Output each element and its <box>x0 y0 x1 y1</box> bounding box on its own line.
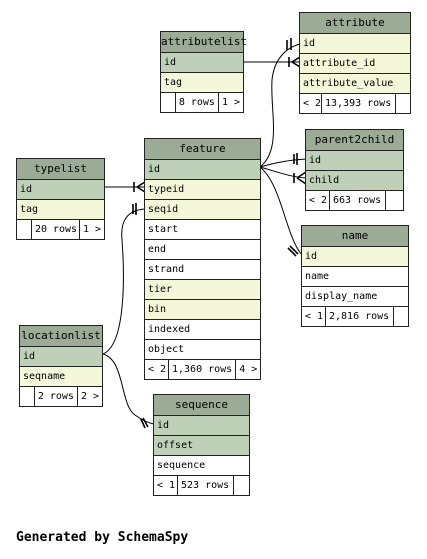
child-count: 4 > <box>239 364 258 375</box>
column-row[interactable]: tag <box>161 73 243 93</box>
column-row[interactable]: id <box>20 347 102 367</box>
table-sequence[interactable]: sequence id offset sequence < 1 523 rows <box>153 394 250 496</box>
edge-feature-parent2child-child <box>259 166 307 179</box>
table-title: sequence <box>154 395 249 416</box>
table-footer: < 2 1,360 rows 4 > <box>145 360 260 379</box>
edge-locationlist-sequence <box>102 353 155 425</box>
edge-feature-parent2child-id <box>259 158 307 168</box>
column-row[interactable]: strand <box>145 260 260 280</box>
generated-by-label: Generated by SchemaSpy <box>16 530 189 545</box>
parent-count: < 1 <box>302 307 326 326</box>
column-row[interactable]: offset <box>154 436 249 456</box>
column-row[interactable]: attribute_value <box>300 74 410 94</box>
column-row[interactable]: indexed <box>145 320 260 340</box>
column-row[interactable]: bin <box>145 300 260 320</box>
parent-count <box>20 387 35 406</box>
table-title: name <box>302 226 408 247</box>
table-footer: 8 rows 1 > <box>161 93 243 112</box>
column-row[interactable]: id <box>161 53 243 73</box>
row-count: 2 rows <box>35 387 78 406</box>
child-count <box>386 191 392 210</box>
table-title: locationlist <box>20 326 102 347</box>
column-row[interactable]: id <box>302 247 408 267</box>
column-row[interactable]: id <box>145 160 260 180</box>
parent-count <box>17 220 32 239</box>
row-count: 2,816 rows <box>326 307 394 326</box>
child-count <box>234 476 240 495</box>
table-footer: 20 rows 1 > <box>17 220 104 239</box>
table-attributelist[interactable]: attributelist id tag 8 rows 1 > <box>160 31 247 113</box>
row-count: 8 rows <box>176 93 219 112</box>
column-row[interactable]: start <box>145 220 260 240</box>
column-row[interactable]: attribute_id <box>300 54 410 74</box>
column-row[interactable]: seqid <box>145 200 260 220</box>
column-row[interactable]: id <box>17 180 104 200</box>
table-parent2child[interactable]: parent2child id child < 2 663 rows <box>305 129 404 211</box>
column-row[interactable]: id <box>306 151 403 171</box>
column-row[interactable]: display_name <box>302 287 408 307</box>
table-footer: < 2 13,393 rows <box>300 94 410 113</box>
column-row[interactable]: sequence <box>154 456 249 476</box>
child-count <box>394 307 400 326</box>
table-footer: < 1 2,816 rows <box>302 307 408 326</box>
child-count: 1 > <box>82 224 101 235</box>
child-count: 2 > <box>80 391 99 402</box>
row-count: 20 rows <box>32 220 80 239</box>
table-name[interactable]: name id name display_name < 1 2,816 rows <box>301 225 409 327</box>
column-row[interactable]: object <box>145 340 260 360</box>
table-footer: 2 rows 2 > <box>20 387 102 406</box>
parent-count <box>161 93 176 112</box>
column-row[interactable]: child <box>306 171 403 191</box>
table-feature[interactable]: feature id typeid seqid start end strand… <box>144 138 261 380</box>
column-row[interactable]: typeid <box>145 180 260 200</box>
table-title: typelist <box>17 159 104 180</box>
table-title: feature <box>145 139 260 160</box>
row-count: 13,393 rows <box>322 94 396 113</box>
column-row[interactable]: seqname <box>20 367 102 387</box>
child-count: 1 > <box>221 97 240 108</box>
table-footer: < 1 523 rows <box>154 476 249 495</box>
column-row[interactable]: end <box>145 240 260 260</box>
parent-count: < 2 <box>300 94 322 113</box>
child-count <box>396 94 402 113</box>
row-count: 523 rows <box>178 476 234 495</box>
table-title: attributelist <box>161 32 247 53</box>
parent-count: < 2 <box>306 191 330 210</box>
column-row[interactable]: tier <box>145 280 260 300</box>
parent-count: < 2 <box>145 360 169 379</box>
table-footer: < 2 663 rows <box>306 191 403 210</box>
column-row[interactable]: id <box>154 416 249 436</box>
table-typelist[interactable]: typelist id tag 20 rows 1 > <box>16 158 105 240</box>
edge-feature-attribute <box>259 43 301 168</box>
table-title: attribute <box>300 13 410 34</box>
table-title: parent2child <box>306 130 403 151</box>
column-row[interactable]: name <box>302 267 408 287</box>
parent-count: < 1 <box>154 476 178 495</box>
edge-feature-name <box>259 166 303 256</box>
column-row[interactable]: id <box>300 34 410 54</box>
table-locationlist[interactable]: locationlist id seqname 2 rows 2 > <box>19 325 103 407</box>
row-count: 663 rows <box>330 191 386 210</box>
table-attribute[interactable]: attribute id attribute_id attribute_valu… <box>299 12 411 114</box>
column-row[interactable]: tag <box>17 200 104 220</box>
row-count: 1,360 rows <box>169 360 237 379</box>
edge-locationlist-feature <box>102 208 146 355</box>
